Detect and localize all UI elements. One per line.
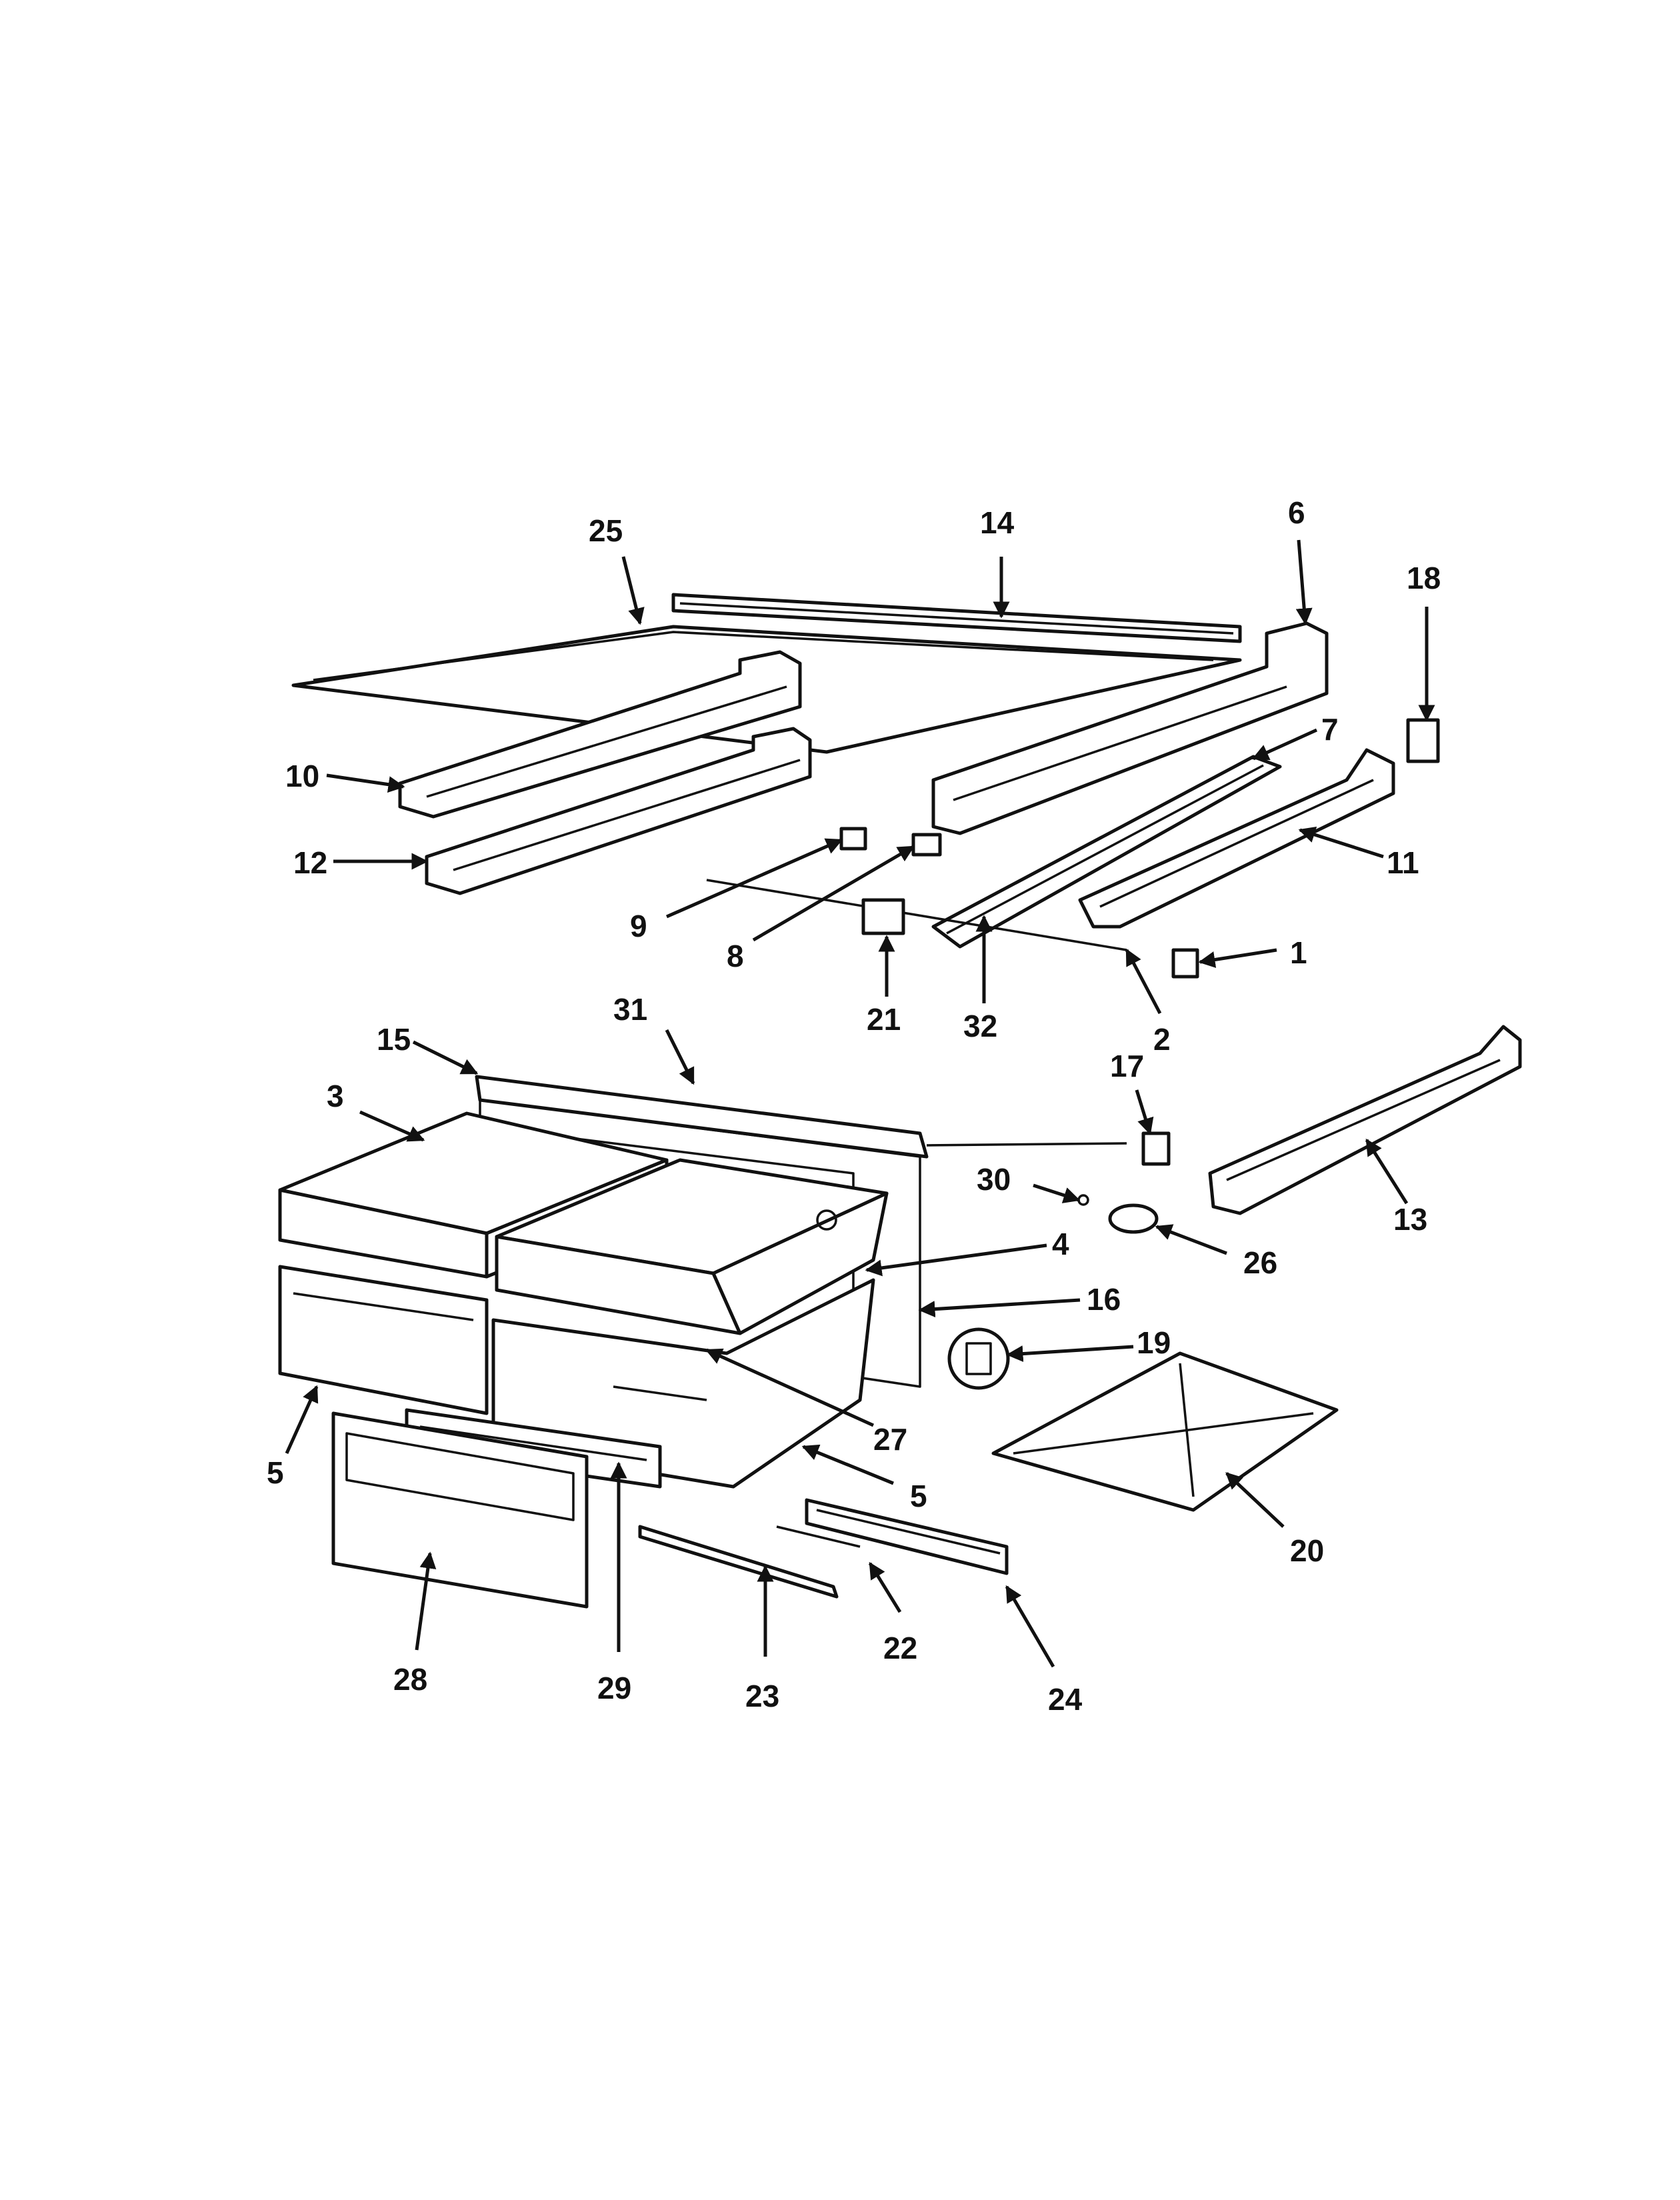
callout-13: 13 — [1393, 1202, 1427, 1237]
part-10-left-upper-rail — [398, 650, 802, 819]
part-12-left-lower-rail — [425, 727, 812, 895]
part-5-left-lower-drawer — [278, 1265, 489, 1415]
leader-lines — [285, 539, 1435, 1668]
callout-27: 27 — [873, 1422, 907, 1457]
callout-3: 3 — [327, 1079, 344, 1113]
callout-1: 1 — [1290, 935, 1307, 970]
part-26-cam — [1108, 1203, 1159, 1234]
part-1-bracket — [1171, 948, 1199, 979]
callout-7: 7 — [1321, 712, 1339, 747]
callout-30: 30 — [977, 1162, 1011, 1197]
callout-31: 31 — [613, 992, 647, 1027]
part-28-drawer-front — [331, 1411, 589, 1609]
part-19-bracket — [947, 1327, 1010, 1390]
callout-28: 28 — [393, 1662, 427, 1697]
part-11-right-support — [1078, 748, 1395, 929]
callout-2: 2 — [1153, 1022, 1171, 1057]
callout-20: 20 — [1290, 1533, 1324, 1568]
callout-25: 25 — [589, 513, 623, 548]
part-30-screw — [1077, 1194, 1089, 1206]
callout-10: 10 — [285, 759, 319, 793]
callout-8: 8 — [727, 939, 744, 973]
part-15-frame-cover — [475, 1075, 1127, 1159]
callout-19: 19 — [1137, 1325, 1171, 1360]
part-21-clip — [861, 898, 905, 935]
part-13-right-support — [1208, 1025, 1522, 1215]
callout-24: 24 — [1048, 1682, 1083, 1717]
callout-12: 12 — [293, 845, 327, 880]
callout-11: 11 — [1387, 845, 1419, 880]
callout-16: 16 — [1087, 1282, 1121, 1317]
part-4-right-crisper — [495, 1158, 889, 1335]
callout-4: 4 — [1052, 1227, 1069, 1261]
callout-29: 29 — [597, 1671, 631, 1705]
part-24-rail — [805, 1498, 1009, 1575]
part-23-strip — [638, 1525, 839, 1599]
callout-26: 26 — [1243, 1245, 1277, 1280]
callout-14: 14 — [980, 505, 1015, 540]
callout-6: 6 — [1288, 495, 1305, 530]
callout-9: 9 — [630, 909, 647, 943]
callout-17: 17 — [1110, 1049, 1144, 1083]
part-9-clip — [839, 827, 867, 851]
callout-23: 23 — [745, 1679, 779, 1713]
part-6-right-rail — [931, 621, 1329, 835]
callout-15: 15 — [377, 1022, 411, 1057]
callout-21: 21 — [867, 1002, 901, 1037]
part-22-pin — [776, 1525, 861, 1548]
callout-18: 18 — [1407, 561, 1441, 595]
callout-5-left: 5 — [267, 1455, 284, 1490]
part-2-rod — [706, 879, 1127, 951]
part-18-end-cap — [1406, 718, 1440, 763]
part-17-hinge — [1141, 1131, 1171, 1166]
part-7-slide — [931, 755, 1282, 949]
callout-22: 22 — [883, 1631, 917, 1665]
callout-5-right: 5 — [910, 1479, 927, 1513]
callout-32: 32 — [963, 1009, 997, 1043]
part-20-cover-frame — [991, 1351, 1339, 1512]
part-8-clip — [911, 833, 942, 857]
part-14-rear-trim — [671, 593, 1242, 643]
